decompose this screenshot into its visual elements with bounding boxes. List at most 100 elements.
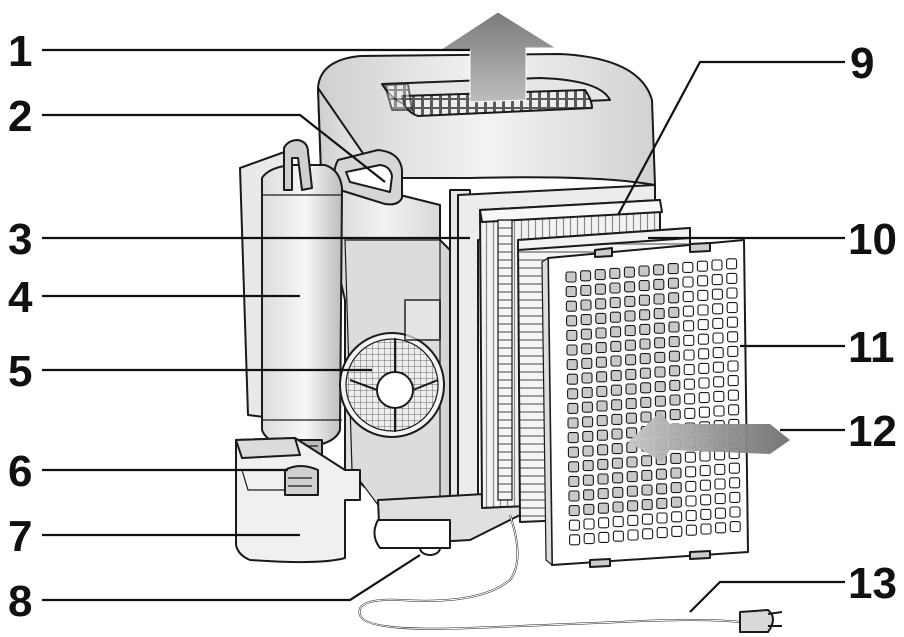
panel-vent-hole [624,295,636,307]
panel-vent-hole [683,378,695,390]
panel-vent-hole [611,457,623,469]
panel-vent-hole [683,349,695,361]
panel-vent-hole [594,283,606,295]
panel-vent-hole [700,523,712,535]
panel-vent-hole [594,269,606,281]
panel-vent-hole [598,517,610,529]
panel-vent-hole [610,384,622,396]
panel-vent-hole [611,443,623,455]
panel-vent-hole [653,322,665,334]
panel-vent-hole [668,306,680,318]
panel-vent-hole [611,428,623,440]
panel-vent-hole [583,533,595,545]
panel-vent-hole [580,284,592,296]
panel-vent-hole [712,317,724,329]
panel-vent-hole [580,270,592,282]
panel-vent-hole [656,527,668,539]
panel-vent-hole [582,445,594,457]
panel-vent-hole [566,329,578,341]
panel-vent-hole [639,353,651,365]
panel-vent-hole [624,339,636,351]
panel-vent-hole [580,314,592,326]
panel-vent-hole [670,467,682,479]
panel-vent-hole [727,389,739,401]
panel-vent-hole [698,406,710,418]
panel-vent-hole [698,377,710,389]
panel-vent-hole [729,521,741,533]
panel-vent-hole [596,385,608,397]
panel-vent-hole [612,530,624,542]
panel-vent-hole [711,274,723,286]
panel-vent-hole [682,276,694,288]
panel-vent-hole [727,360,739,372]
panel-vent-hole [638,294,650,306]
panel-vent-hole [712,332,724,344]
panel-vent-hole [627,500,639,512]
panel-vent-hole [700,508,712,520]
panel-vent-hole [726,272,738,284]
panel-vent-hole [698,348,710,360]
panel-vent-hole [712,361,724,373]
power-cord [358,514,783,633]
panel-vent-hole [654,337,666,349]
panel-vent-hole [671,525,683,537]
panel-vent-hole [697,275,709,287]
panel-vent-hole [610,370,622,382]
panel-vent-hole [713,390,725,402]
callout-12: 12 [848,407,897,456]
panel-vent-hole [641,513,653,525]
panel-vent-hole [682,261,694,273]
callout-6: 6 [8,447,32,496]
panel-vent-hole [727,331,739,343]
panel-vent-hole [566,373,578,385]
front-panel-grid [565,258,741,546]
panel-vent-hole [726,258,738,270]
panel-vent-hole [568,490,580,502]
panel-vent-hole [670,452,682,464]
panel-vent-hole [669,379,681,391]
water-tank [239,139,343,463]
panel-vent-hole [625,383,637,395]
panel-vent-hole [581,343,593,355]
panel-vent-hole [595,327,607,339]
panel-vent-hole [699,450,711,462]
panel-vent-hole [638,265,650,277]
panel-vent-hole [653,308,665,320]
panel-vent-hole [582,430,594,442]
panel-vent-hole [714,507,726,519]
panel-vent-hole [625,368,637,380]
callout-13: 13 [848,559,897,608]
humidifying-filter [339,299,445,438]
panel-vent-hole [580,299,592,311]
panel-vent-hole [670,496,682,508]
panel-vent-hole [683,334,695,346]
panel-vent-hole [627,514,639,526]
top-air-outlet [384,83,593,117]
panel-vent-hole [700,494,712,506]
panel-vent-hole [626,471,638,483]
panel-vent-hole [609,297,621,309]
panel-vent-hole [713,376,725,388]
panel-vent-hole [565,300,577,312]
panel-vent-hole [641,499,653,511]
panel-vent-hole [568,519,580,531]
panel-vent-hole [726,302,738,314]
panel-vent-hole [638,280,650,292]
water-tray [235,437,361,564]
panel-vent-hole [639,309,651,321]
panel-vent-hole [567,432,579,444]
panel-vent-hole [596,415,608,427]
callout-8: 8 [8,577,32,626]
panel-vent-hole [625,354,637,366]
panel-vent-hole [685,495,697,507]
panel-vent-hole [583,503,595,515]
front-panel [541,239,749,568]
panel-vent-hole [684,407,696,419]
panel-vent-hole [595,312,607,324]
panel-vent-hole [612,472,624,484]
panel-vent-hole [641,455,653,467]
panel-vent-hole [642,528,654,540]
carry-handle [333,149,403,206]
panel-vent-hole [610,326,622,338]
callout-9: 9 [850,39,874,88]
